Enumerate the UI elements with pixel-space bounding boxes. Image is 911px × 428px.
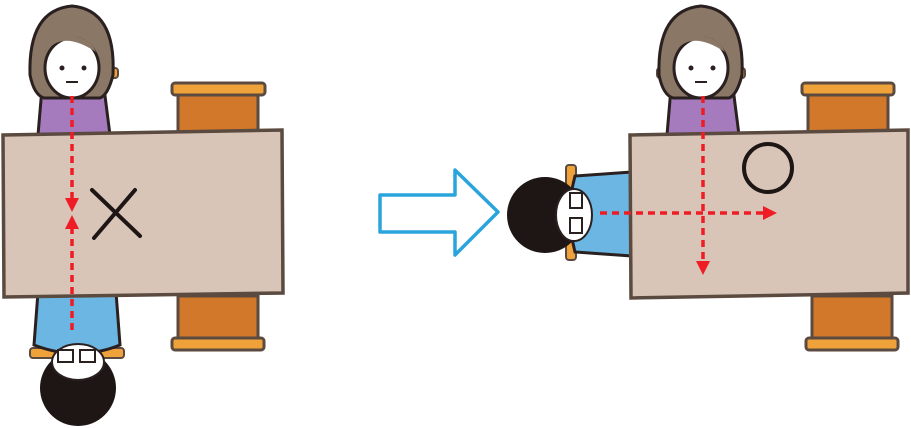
table (1, 128, 285, 299)
chair-top (800, 81, 896, 134)
wrong-mark-icon (90, 188, 142, 240)
transition-arrow-icon (378, 168, 500, 257)
woman (656, 4, 746, 137)
correct-mark-icon (742, 142, 794, 194)
man (29, 290, 125, 426)
scene-before (1, 4, 285, 426)
chair-bottom (170, 294, 266, 352)
woman (28, 4, 119, 137)
scene-after (507, 4, 910, 352)
chair-top (170, 81, 267, 134)
chair-bottom (804, 294, 900, 352)
gaze-arrows (600, 96, 777, 275)
